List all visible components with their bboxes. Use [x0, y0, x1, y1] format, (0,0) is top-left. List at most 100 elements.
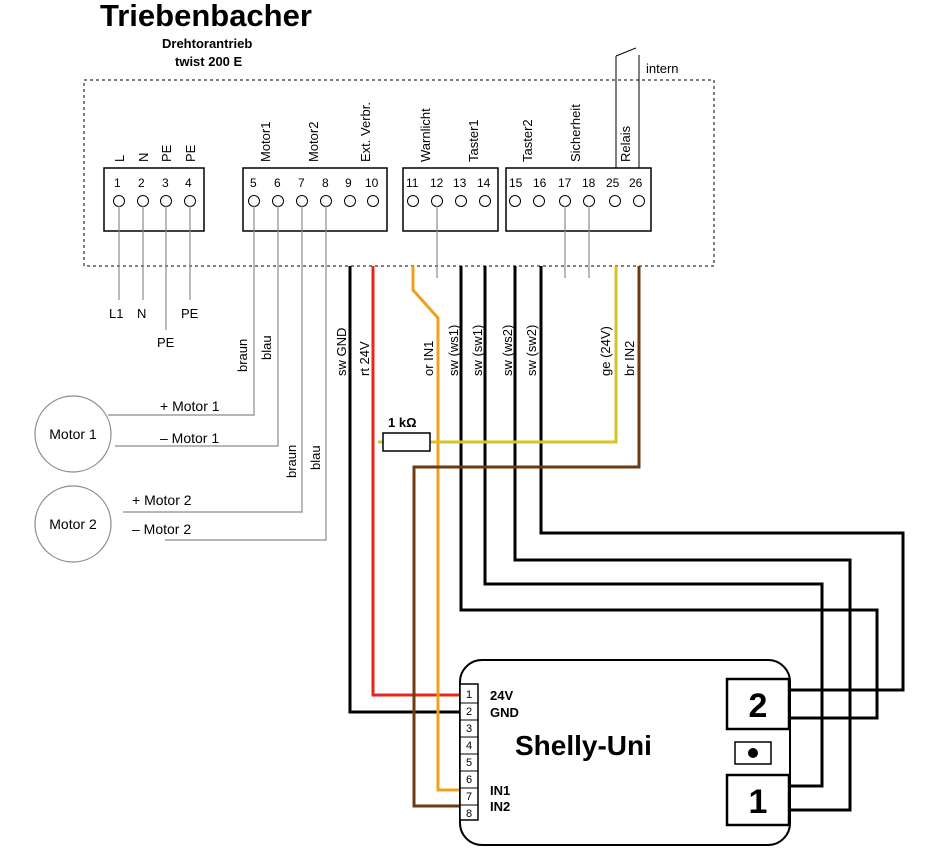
terminal-number: 26 [629, 176, 643, 190]
pin-number: 7 [466, 791, 472, 803]
terminal-number: 6 [274, 176, 281, 190]
terminal-label: PE [183, 144, 198, 162]
motor-wire-labels: braun blau braun blau [235, 335, 323, 478]
wire-yellow [430, 266, 618, 444]
wire-label: rt 24V [357, 341, 372, 376]
wire-label: sw (ws2) [500, 325, 515, 376]
intern-label: intern [646, 61, 679, 76]
wire-label: or IN1 [421, 341, 436, 376]
motor-2-minus-label: – Motor 2 [132, 521, 191, 537]
terminal-number: 2 [138, 176, 145, 190]
terminal-number: 18 [582, 176, 596, 190]
terminal-label: Motor1 [258, 122, 273, 162]
terminal-number: 11 [406, 176, 419, 190]
relay-2-label: 2 [749, 687, 768, 725]
terminal-number: 3 [162, 176, 169, 190]
terminal-number: 8 [322, 176, 329, 190]
terminal-number: 13 [453, 176, 467, 190]
internal-wires [436, 206, 590, 278]
pin-number: 4 [466, 740, 472, 752]
pin-label-24v: 24V [490, 688, 513, 703]
motor-1-plus-label: + Motor 1 [160, 398, 220, 414]
pin-number: 6 [466, 774, 472, 786]
relay-2: 2 [725, 677, 791, 731]
signal-wire-labels: sw GND rt 24V or IN1 sw (ws1) sw (sw1) s… [334, 325, 637, 376]
pin-label-in1: IN1 [490, 783, 510, 798]
pin-number: 1 [466, 689, 472, 701]
shelly-module [459, 659, 791, 846]
wire-ws1 [459, 266, 879, 720]
wire-label: sw (sw2) [524, 325, 539, 376]
wire-label-n: N [137, 306, 146, 321]
signal-wires [348, 266, 905, 812]
terminal-label: Taster1 [466, 119, 481, 162]
wire-sw1 [483, 266, 824, 788]
wire-sw2 [539, 266, 905, 692]
terminal-block-power: 1 2 3 4 [103, 167, 205, 232]
motor-wires [108, 206, 327, 541]
wire-in2 [412, 266, 641, 808]
motor-2: Motor 2 [34, 485, 112, 563]
wire-label: sw (sw1) [470, 325, 485, 376]
terminal-label: Warnlicht [418, 108, 433, 162]
wire-label-pe: PE [181, 306, 199, 321]
motor-2-plus-label: + Motor 2 [132, 492, 192, 508]
controller-outline [83, 79, 715, 267]
wire-label: ge (24V) [598, 326, 613, 376]
terminal-number: 5 [250, 176, 257, 190]
terminal-number: 25 [606, 176, 620, 190]
power-wires [118, 206, 191, 330]
shelly-pin-labels: 24V GND IN1 IN2 [490, 688, 519, 814]
wire-label-pe: PE [157, 335, 175, 350]
wire-label: braun [284, 445, 299, 478]
terminal-number: 12 [430, 176, 444, 190]
resistor [382, 432, 431, 452]
terminal-label: N [136, 153, 151, 162]
terminal-label: L [112, 155, 127, 162]
product-model: twist 200 E [175, 54, 243, 69]
terminal-number: 4 [185, 176, 192, 190]
wire-label: sw GND [334, 328, 349, 376]
pin-number: 2 [466, 706, 472, 718]
terminal-number: 17 [558, 176, 572, 190]
wire-label: br IN2 [622, 341, 637, 376]
pin-number: 5 [466, 757, 472, 769]
relay-1: 1 [725, 773, 791, 827]
terminal-label: Motor2 [306, 122, 321, 162]
motor-1-label: Motor 1 [49, 426, 97, 442]
terminal-block-inputs1: 11 12 13 14 [402, 167, 499, 232]
terminal-number: 9 [345, 176, 352, 190]
wire-label-l1: L1 [109, 306, 123, 321]
resistor-label: 1 kΩ [388, 415, 417, 430]
terminal-label: Taster2 [520, 119, 535, 162]
terminal-number: 16 [533, 176, 547, 190]
terminal-label: Sicherheit [568, 104, 583, 162]
wire-24v [371, 266, 462, 697]
wire-label: braun [235, 339, 250, 372]
terminal-block-motors: 5 6 7 8 9 10 [242, 167, 388, 232]
motor-1: Motor 1 [34, 395, 112, 473]
brand-title: Triebenbacher [100, 0, 312, 33]
wire-label: blau [308, 445, 323, 470]
pin-number: 8 [466, 808, 472, 820]
wire-label: blau [259, 335, 274, 360]
product-subtitle: Drehtorantrieb [162, 36, 252, 51]
terminal-block-inputs2: 15 16 17 18 25 26 [505, 167, 652, 232]
terminal-label: PE [159, 144, 174, 162]
terminal-number: 15 [509, 176, 523, 190]
pin-label-gnd: GND [490, 705, 519, 720]
shelly-button [734, 741, 772, 765]
terminal-number: 14 [477, 176, 491, 190]
pin-label-in2: IN2 [490, 799, 510, 814]
shelly-pin-numbers: 1 2 3 4 5 6 7 8 [466, 689, 472, 820]
terminal-number: 10 [365, 176, 379, 190]
shelly-title: Shelly-Uni [515, 730, 652, 761]
terminal-number: 7 [298, 176, 305, 190]
relay-1-label: 1 [749, 783, 768, 821]
terminal-label: Ext. Verbr. [358, 102, 373, 162]
terminal-label: Relais [618, 125, 633, 162]
wire-in1 [411, 266, 462, 792]
motor-1-minus-label: – Motor 1 [160, 430, 219, 446]
wire-gnd [348, 266, 462, 714]
